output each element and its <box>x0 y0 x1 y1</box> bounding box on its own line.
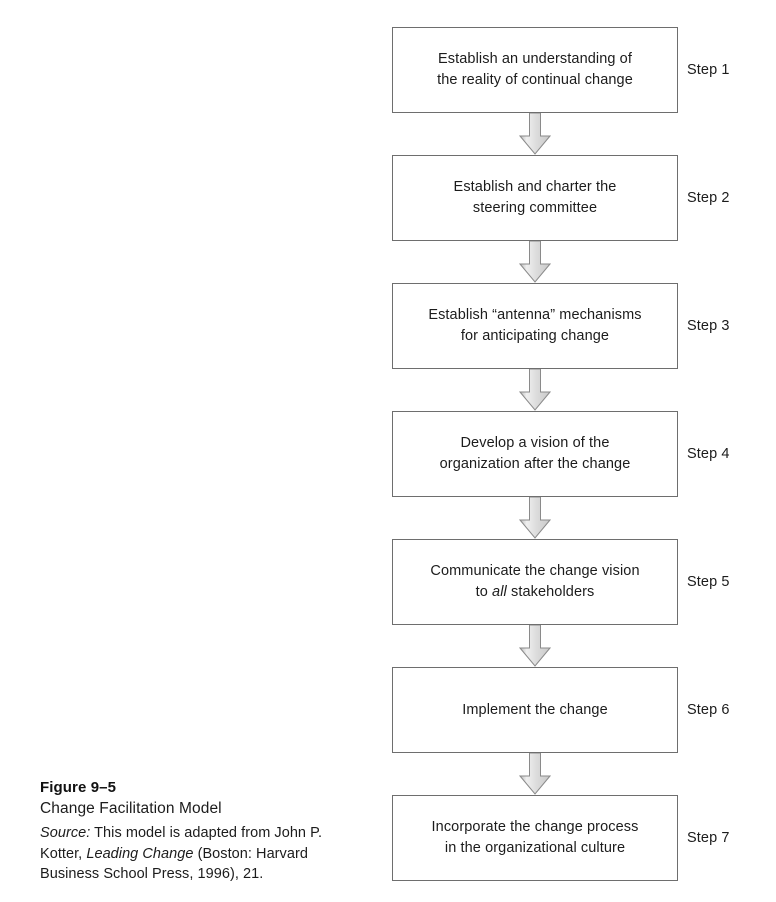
source-text-part1: This model is adapted from John P. Kotte… <box>40 825 323 862</box>
source-label: Source: <box>40 825 91 841</box>
source-text-part2: (Boston: Harvard Business School Press, … <box>40 845 308 883</box>
step-text-line2: the reality of continual change <box>437 72 633 88</box>
step-box-5[interactable]: Communicate the change vision to all stak… <box>392 539 678 625</box>
flow-step-1: Establish an understanding of the reality… <box>392 27 729 113</box>
step-text-6: Implement the change <box>448 700 621 721</box>
down-block-arrow-icon <box>519 241 551 283</box>
flow-connector-5 <box>392 625 678 667</box>
step-label-1: Step 1 <box>687 62 730 78</box>
step-text-2: Establish and charter the steering commit… <box>440 177 631 219</box>
step-text-1: Establish an understanding of the reality… <box>423 49 647 91</box>
step-text-7: Incorporate the change process in the org… <box>418 817 653 859</box>
change-facilitation-flowchart: Establish an understanding of the reality… <box>392 27 729 881</box>
step-text-emphasis: all <box>492 584 507 600</box>
flow-step-6: Implement the change Step 6 <box>392 667 729 753</box>
figure-title: Change Facilitation Model <box>40 800 222 817</box>
flow-connector-1 <box>392 113 678 155</box>
flow-step-3: Establish “antenna” mechanisms for antici… <box>392 283 729 369</box>
step-text-line2-post: stakeholders <box>506 584 595 600</box>
step-text-line1: Establish “antenna” mechanisms <box>428 307 642 323</box>
flow-connector-4 <box>392 497 678 539</box>
step-text-line2: organization after the change <box>439 456 631 472</box>
step-label-4: Step 4 <box>687 446 730 462</box>
flow-step-2: Establish and charter the steering commit… <box>392 155 729 241</box>
down-block-arrow-icon <box>519 625 551 667</box>
step-text-line1: Communicate the change vision <box>430 563 640 579</box>
step-label-6: Step 6 <box>687 702 730 718</box>
source-work-title: Leading Change <box>86 845 194 862</box>
flow-step-7: Incorporate the change process in the org… <box>392 795 729 881</box>
flow-connector-2 <box>392 241 678 283</box>
step-label-2: Step 2 <box>687 190 730 206</box>
step-text-line2: steering committee <box>472 200 598 216</box>
figure-caption: Figure 9–5 Change Facilitation Model Sou… <box>40 778 360 885</box>
step-box-7[interactable]: Incorporate the change process in the org… <box>392 795 678 881</box>
step-text-line2-pre: to <box>475 584 493 600</box>
step-box-2[interactable]: Establish and charter the steering commit… <box>392 155 678 241</box>
step-label-7: Step 7 <box>687 830 730 846</box>
step-text-5: Communicate the change vision to all stak… <box>416 561 653 603</box>
step-box-6[interactable]: Implement the change <box>392 667 678 753</box>
step-text-line1: Establish an understanding of <box>438 51 632 67</box>
flow-step-4: Develop a vision of the organization afte… <box>392 411 729 497</box>
step-box-4[interactable]: Develop a vision of the organization afte… <box>392 411 678 497</box>
down-block-arrow-icon <box>519 113 551 155</box>
down-block-arrow-icon <box>519 369 551 411</box>
step-text-line1: Develop a vision of the <box>460 435 610 451</box>
down-block-arrow-icon <box>519 497 551 539</box>
step-label-3: Step 3 <box>687 318 730 334</box>
step-text-line1: Implement the change <box>462 701 608 718</box>
step-text-line1: Establish and charter the <box>453 179 617 195</box>
step-box-1[interactable]: Establish an understanding of the reality… <box>392 27 678 113</box>
step-text-3: Establish “antenna” mechanisms for antici… <box>414 305 655 347</box>
flow-connector-6 <box>392 753 678 795</box>
down-block-arrow-icon <box>519 753 551 795</box>
flow-connector-3 <box>392 369 678 411</box>
step-text-line2: for anticipating change <box>460 328 610 344</box>
step-text-4: Develop a vision of the organization afte… <box>426 433 645 475</box>
figure-number: Figure 9–5 <box>40 779 117 796</box>
step-box-3[interactable]: Establish “antenna” mechanisms for antici… <box>392 283 678 369</box>
step-text-line2: in the organizational culture <box>444 840 626 856</box>
step-text-line1: Incorporate the change process <box>431 819 639 835</box>
flow-step-5: Communicate the change vision to all stak… <box>392 539 729 625</box>
step-label-5: Step 5 <box>687 574 730 590</box>
figure-source: Source: This model is adapted from John … <box>40 823 360 885</box>
